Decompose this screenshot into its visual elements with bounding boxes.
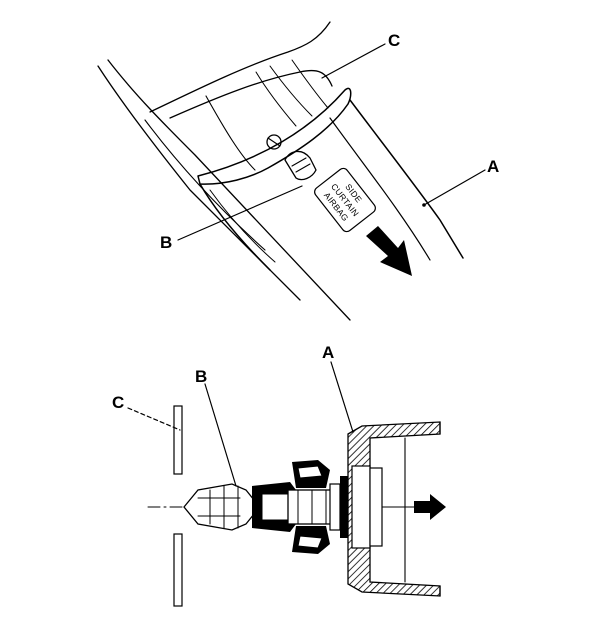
callout-a-section: A (322, 343, 334, 362)
pillar-trim-a-section (347, 421, 441, 597)
leader-line-a-section (330, 361, 354, 433)
cross-section-illustration: C B A (112, 343, 446, 607)
pillar-trim-a (197, 87, 464, 271)
callout-a-top: A (487, 157, 499, 176)
callout-c-section: C (112, 393, 124, 412)
airbag-badge: SIDE CURTAIN AIRBAG (314, 167, 376, 233)
leader-line-a-top (423, 169, 486, 206)
leader-line-b-top (177, 185, 303, 241)
roof-trim-c (149, 21, 333, 171)
callout-b-section: B (195, 367, 207, 386)
roof-panel-c-section (173, 405, 183, 607)
top-view-illustration: SIDE CURTAIN AIRBAG C A B (97, 21, 499, 321)
leader-line-c-top (321, 43, 386, 79)
clip-b-top (266, 134, 317, 181)
clip-b-section (183, 460, 348, 554)
callout-b-top: B (160, 233, 172, 252)
leader-line-c-section (127, 407, 181, 431)
pull-direction-arrow-section (414, 494, 446, 520)
body-panel-outline (97, 59, 351, 321)
leader-line-b-section (204, 383, 237, 487)
pull-direction-arrow-top (366, 226, 412, 276)
callout-c-top: C (388, 31, 400, 50)
